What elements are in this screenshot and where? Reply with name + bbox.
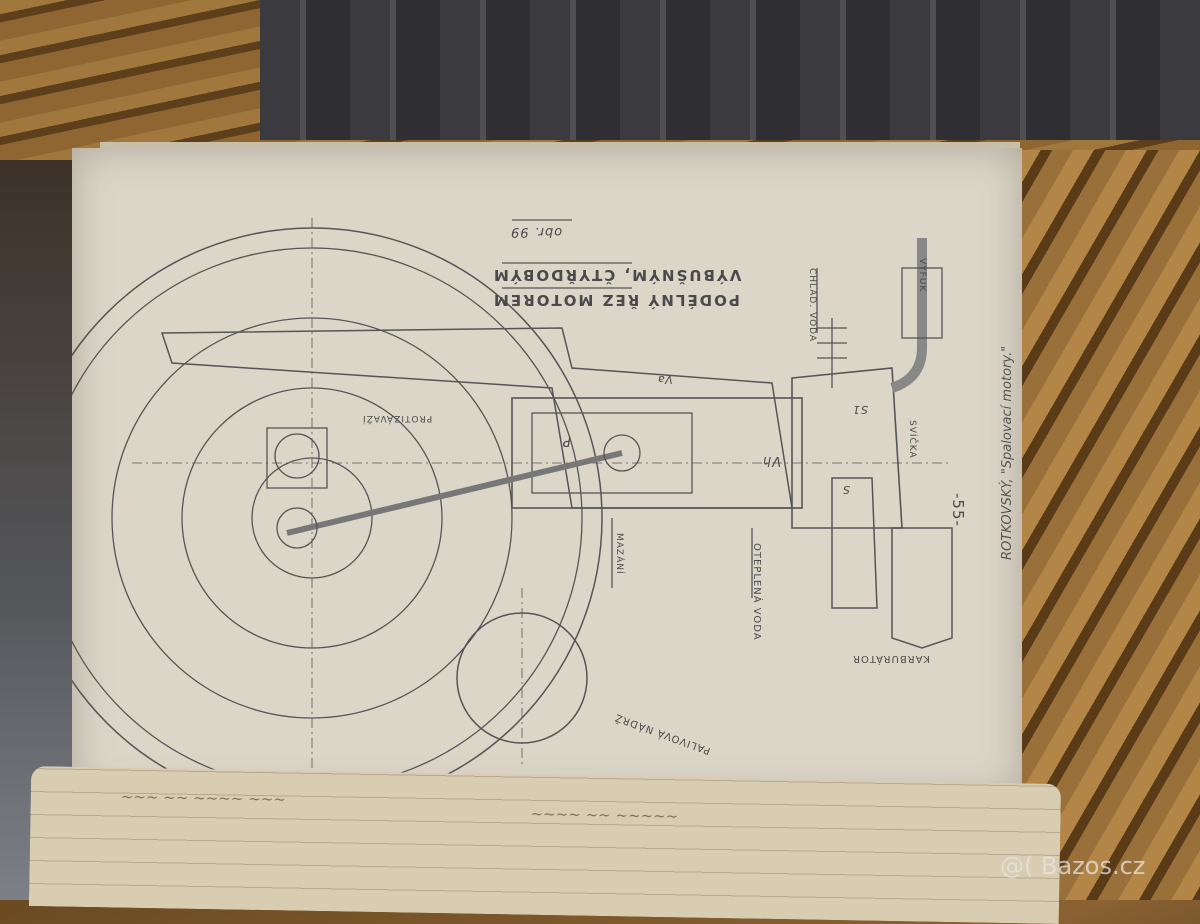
- running-footer: ROTKOVSKÝ, "Spalovací motory.": [1000, 345, 1015, 560]
- label-vh: Vh: [762, 453, 782, 468]
- page-number: -55-: [949, 493, 967, 527]
- engine-cross-section-drawing: [72, 218, 953, 798]
- label-warm-water: OTEPLENÁ VODA: [751, 543, 762, 641]
- drawing-title-line2: VÝBUŠNÝM, ČTYŘDOBÝM: [492, 266, 742, 284]
- figure-number: obr. 99: [510, 224, 563, 239]
- flywheel-outer: [72, 227, 603, 798]
- bazos-watermark: @( Bazos.cz: [1000, 852, 1146, 880]
- cylinder: [511, 397, 803, 509]
- label-lubrication: MAZÁNÍ: [614, 533, 624, 575]
- label-piston: P: [562, 433, 571, 448]
- handwriting-decoration: ~~~~ ~~ ~~~~~: [530, 804, 679, 826]
- drawing-title-line1: PODÉLNÝ ŘEZ MOTOREM: [492, 291, 740, 309]
- book-page: obr. 99 PODÉLNÝ ŘEZ MOTOREM VÝBUŠNÝM, ČT…: [72, 148, 1022, 798]
- wooden-armrest-right: [1020, 150, 1200, 900]
- label-va: Va: [657, 373, 673, 386]
- label-counterweight: PROTIZÁVAŽÍ: [362, 413, 433, 423]
- label-valve-s1: S1: [852, 403, 868, 416]
- handwritten-page: ~~~ ~~ ~~~~ ~~~ ~~~~ ~~ ~~~~~: [28, 766, 1062, 924]
- handwriting-decoration: ~~~ ~~ ~~~~ ~~~: [120, 787, 287, 809]
- label-carburetor: KARBURÁTOR: [852, 653, 930, 664]
- label-spark-plug: SVÍČKA: [907, 420, 917, 459]
- piston: [531, 412, 693, 494]
- label-cooling-water: CHLAD. VODA: [807, 268, 817, 343]
- background-wall: [260, 0, 1200, 140]
- label-exhaust: VÝFUK: [917, 258, 927, 293]
- label-valve-s: S: [842, 483, 850, 496]
